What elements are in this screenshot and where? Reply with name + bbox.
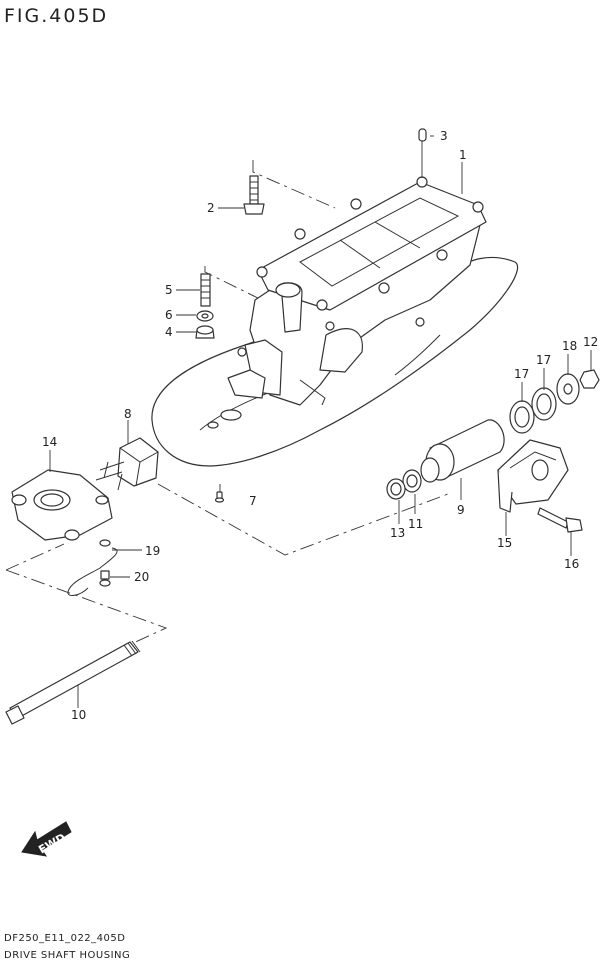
drive-shaft-housing [151, 176, 519, 467]
seal-ring-outer [531, 387, 557, 421]
model-code: DF250_E11_022_405D [4, 933, 125, 944]
callout-7: 7 [249, 494, 257, 508]
callout-15: 15 [497, 536, 512, 550]
small-bolt [214, 491, 225, 503]
section-name: DRIVE SHAFT HOUSING [4, 950, 130, 961]
connector-block [95, 437, 159, 491]
o-ring-large [386, 478, 406, 500]
callout-18: 18 [562, 339, 577, 353]
callout-9: 9 [457, 503, 465, 517]
callout-8: 8 [124, 407, 132, 421]
callout-17-inner: 17 [514, 367, 529, 381]
callout-12: 12 [583, 335, 598, 349]
callout-4: 4 [165, 325, 173, 339]
callout-16: 16 [564, 557, 579, 571]
hex-nut [579, 369, 600, 389]
clamp-bolt [537, 507, 583, 533]
long-bolt [5, 640, 141, 725]
sleeve [420, 419, 505, 483]
callout-13: 13 [390, 526, 405, 540]
callout-2: 2 [207, 201, 215, 215]
ground-wire [67, 539, 118, 596]
callout-1: 1 [459, 148, 467, 162]
callout-11: 11 [408, 517, 423, 531]
figure-title: FIG.405D [4, 5, 108, 27]
callout-14: 14 [42, 435, 57, 449]
flat-washer [556, 373, 580, 405]
callout-20: 20 [134, 570, 149, 584]
callout-5: 5 [165, 283, 173, 297]
clamp-bracket [497, 439, 569, 513]
stud-bolt [200, 273, 211, 307]
bolt [243, 175, 265, 215]
callout-3: 3 [440, 129, 448, 143]
leader-lines [49, 135, 592, 708]
callout-19: 19 [145, 544, 160, 558]
callout-10: 10 [71, 708, 86, 722]
assembly-lines [5, 160, 449, 651]
dowel-pin [418, 128, 427, 142]
callout-6: 6 [165, 308, 173, 322]
mount-bracket [11, 469, 113, 541]
o-ring-small [402, 469, 422, 493]
callout-labels: 3 1 2 5 6 4 8 14 7 19 20 10 9 11 13 15 1… [42, 129, 598, 722]
forward-arrow-icon: FWD [21, 821, 72, 857]
callout-17-outer: 17 [536, 353, 551, 367]
nut [195, 325, 215, 339]
seal-ring [509, 400, 535, 434]
